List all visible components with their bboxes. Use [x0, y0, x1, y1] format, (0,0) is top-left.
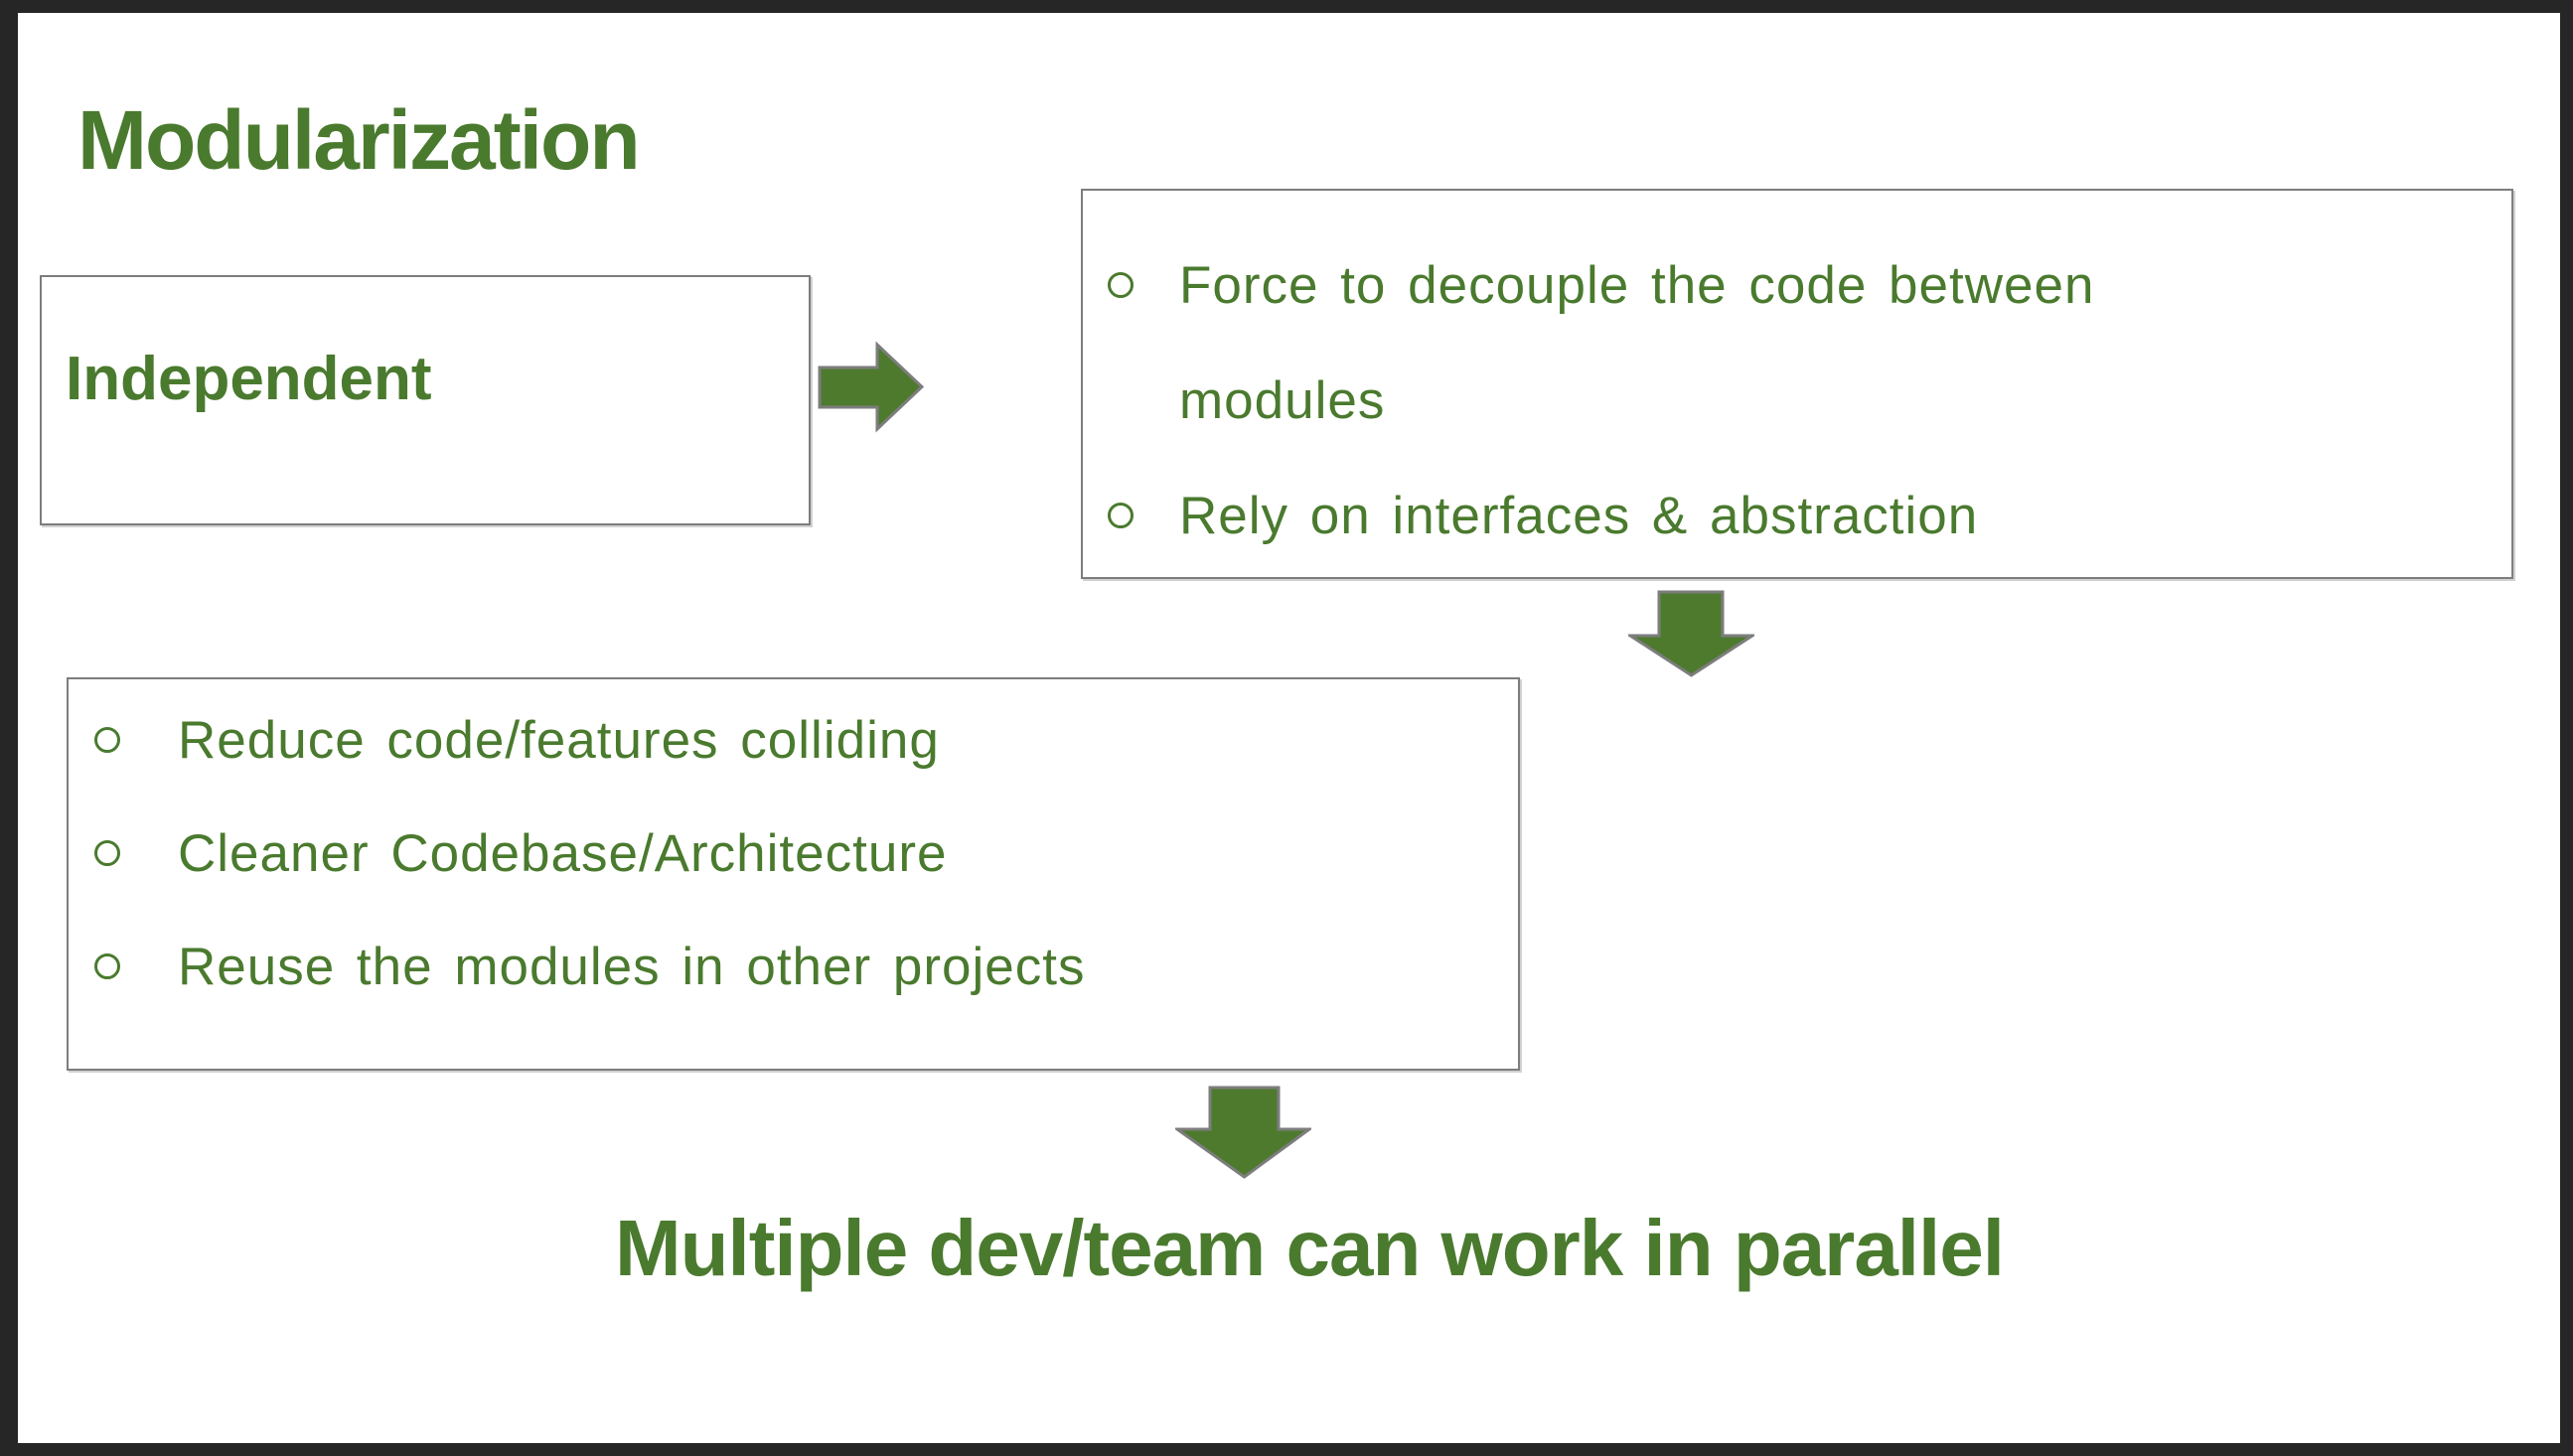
- bullet-text: Cleaner Codebase/Architecture: [178, 823, 948, 883]
- slide: Modularization Independent Force to deco…: [18, 13, 2560, 1443]
- bullet-circle-icon: [94, 953, 120, 979]
- bullet-circle-icon: [94, 840, 120, 866]
- decouple-box: Force to decouple the code between modul…: [1081, 189, 2513, 579]
- bullet-column: [1095, 272, 1179, 298]
- page-title: Modularization: [77, 93, 641, 187]
- bullet-text: Rely on interfaces & abstraction: [1179, 486, 1979, 545]
- list-item: Reduce code/features colliding: [94, 683, 1498, 797]
- list-item: Reuse the modules in other projects: [94, 910, 1498, 1023]
- bullet-column: [94, 953, 178, 979]
- down-arrow-icon: [1175, 1086, 1311, 1179]
- bullet-circle-icon: [1108, 503, 1134, 528]
- bullet-text: Reuse the modules in other projects: [178, 937, 1086, 996]
- down-arrow-icon: [1628, 590, 1754, 677]
- list-item-continuation: modules: [1095, 343, 2492, 458]
- bullet-text: Force to decouple the code between: [1179, 255, 2095, 315]
- right-arrow-icon: [818, 341, 925, 433]
- conclusion-text: Multiple dev/team can work in parallel: [615, 1204, 2005, 1292]
- bullet-text: Reduce code/features colliding: [178, 710, 940, 770]
- bullet-column: [94, 727, 178, 753]
- list-item: Rely on interfaces & abstraction: [1095, 458, 2492, 573]
- bullet-column: [1095, 503, 1179, 528]
- independent-label: Independent: [66, 345, 432, 413]
- bullet-column: [94, 840, 178, 866]
- bullet-circle-icon: [94, 727, 120, 753]
- benefits-box: Reduce code/features colliding Cleaner C…: [67, 677, 1520, 1071]
- independent-box: Independent: [40, 275, 811, 525]
- bullet-circle-icon: [1108, 272, 1134, 298]
- list-item: Force to decouple the code between: [1095, 227, 2492, 343]
- list-item: Cleaner Codebase/Architecture: [94, 797, 1498, 910]
- bullet-text: modules: [1179, 370, 1386, 430]
